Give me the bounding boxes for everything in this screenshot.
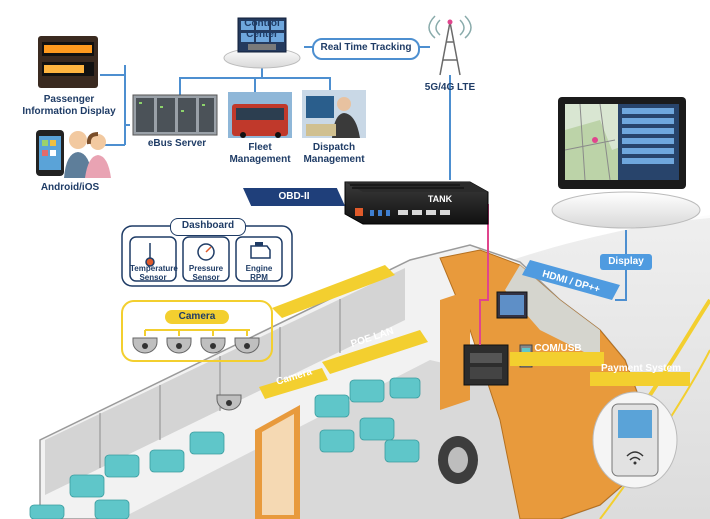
engine-icon	[250, 242, 271, 259]
dashboard-title: Dashboard	[170, 218, 246, 236]
thermometer-icon	[145, 243, 155, 267]
tank-computer-icon	[344, 181, 489, 225]
bus-cutaway-icon	[29, 202, 641, 519]
control-center-icon	[223, 17, 301, 69]
com-usb-label: COM/USB	[534, 343, 582, 354]
control-center-label: Control Center	[244, 18, 280, 40]
people-icon	[64, 131, 111, 178]
pressure-sensor-label: Pressure Sensor	[188, 264, 224, 282]
hdmi-link	[522, 260, 620, 300]
bus-photo-icon	[228, 92, 292, 138]
pressure-gauge-icon	[197, 243, 215, 261]
passenger-display-icon	[38, 36, 98, 88]
camera-group-frame	[121, 300, 273, 362]
camera-group-title: Camera	[165, 310, 229, 324]
network-connectors	[100, 46, 627, 301]
payment-terminal-icon	[592, 391, 678, 489]
real-time-tracking-badge: Real Time Tracking	[312, 38, 420, 60]
fleet-management-label: Fleet Management	[229, 142, 291, 165]
dispatcher-photo-icon	[302, 90, 366, 138]
dispatch-management-label: Dispatch Management	[303, 142, 365, 165]
tank-logo: TANK	[427, 194, 453, 204]
android-ios-label: Android/iOS	[40, 182, 100, 193]
temperature-sensor-label: Temperature Sensor	[130, 264, 178, 282]
payment-system-label: Payment System	[600, 363, 682, 374]
cell-tower-icon	[428, 15, 472, 76]
poe-links	[259, 265, 690, 399]
dome-camera-icon	[132, 337, 260, 411]
engine-rpm-label: Engine RPM	[245, 264, 273, 282]
smartphone-icon	[36, 130, 64, 176]
ebus-server-icon	[132, 94, 218, 136]
display-tag: Display	[600, 254, 652, 270]
panel-pc-icon	[551, 97, 701, 229]
ebus-server-label: eBus Server	[147, 138, 207, 149]
obd-ii-tag: OBD-II	[243, 188, 345, 206]
passenger-display-label: Passenger Information Display	[22, 94, 116, 117]
lte-label: 5G/4G LTE	[424, 82, 476, 93]
